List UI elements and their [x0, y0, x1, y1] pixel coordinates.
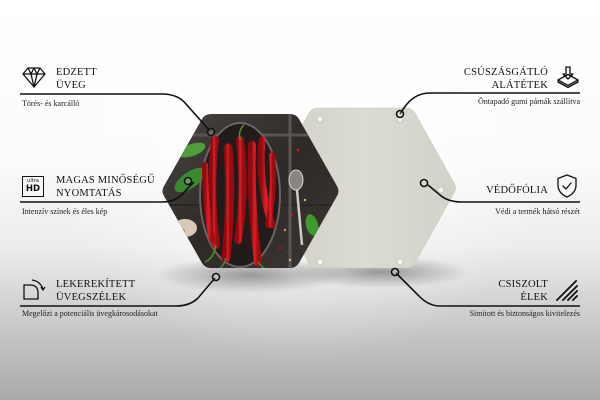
diamond-icon — [22, 67, 46, 88]
feature-title-line2: ÜVEGSZÉLEK — [56, 292, 127, 303]
feature-title-line1: CSÚSZÁSGÁTLÓ — [463, 67, 548, 78]
feature-desc: Megelőzi a potenciális üvegkárosodásokat — [22, 309, 158, 318]
feature-desc: Öntapadó gumi párnák szállítva — [478, 97, 580, 106]
feature-high-quality-print: ultra HD MAGAS MINŐSÉGŰ NYOMTATÁS Intenz… — [20, 174, 220, 222]
feature-title-line2: ALÁTÉTEK — [491, 80, 548, 91]
feature-title-line1: MAGAS MINŐSÉGŰ — [56, 175, 155, 186]
feature-title-line1: EDZETT — [56, 67, 97, 78]
feature-desc: Intenzív színek és éles kép — [22, 207, 108, 216]
feature-polished-edges: CSISZOLT ÉLEK Simított és biztonságos ki… — [420, 278, 580, 326]
feature-title-line1: LEKEREKÍTETT — [56, 279, 136, 290]
feature-protective-film: VÉDŐFÓLIA Védi a termék hátsó részét — [420, 174, 580, 222]
feature-title-line1: VÉDŐFÓLIA — [486, 185, 548, 196]
feature-title-line2: NYOMTATÁS — [56, 188, 122, 199]
shield-check-icon — [557, 174, 577, 198]
feature-rounded-edges: LEKEREKÍTETT ÜVEGSZÉLEK Megelőzi a poten… — [20, 278, 220, 326]
feature-anti-slip-pads: CSÚSZÁSGÁTLÓ ALÁTÉTEK Öntapadó gumi párn… — [420, 66, 580, 114]
anti-slip-pad-icon — [557, 66, 579, 88]
feature-title-line1: CSISZOLT — [498, 279, 548, 290]
connector-lines — [20, 92, 580, 307]
rounded-corner-icon — [23, 279, 46, 300]
feature-title-line2: ÜVEG — [56, 80, 86, 91]
ultra-hd-icon: ultra HD — [22, 176, 44, 197]
feature-title-line2: ÉLEK — [520, 292, 548, 303]
feature-tempered-glass: EDZETT ÜVEG Törés- és karcálló — [20, 66, 200, 114]
feature-desc: Törés- és karcálló — [22, 99, 80, 108]
polished-edge-icon — [556, 279, 578, 301]
feature-desc: Simított és biztonságos kivitelezés — [469, 309, 580, 318]
front-photo-hexagon — [162, 114, 339, 268]
feature-desc: Védi a termék hátsó részét — [495, 207, 580, 216]
connector-dots — [183, 109, 429, 282]
